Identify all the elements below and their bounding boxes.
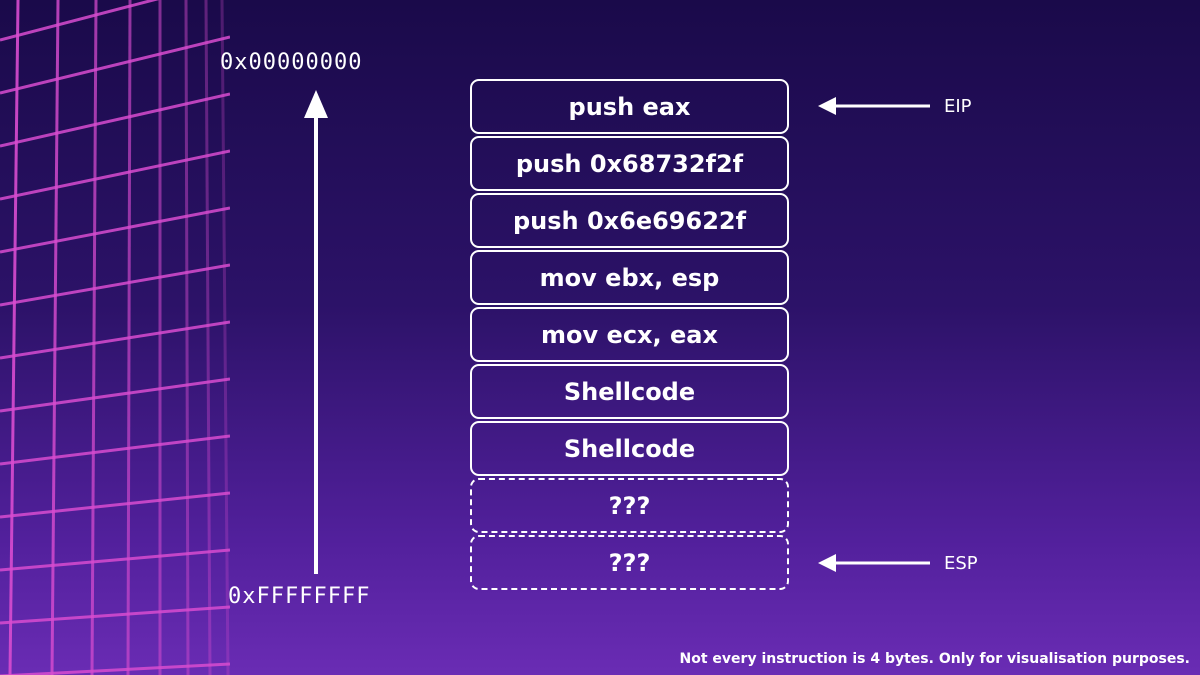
grid-line [126,0,132,675]
stack-cell-label: push 0x68732f2f [515,149,744,178]
grid-line [204,0,212,675]
eip-pointer: EIP [818,94,972,118]
grid-line [0,377,230,413]
grid-line [0,0,160,42]
grid-line [0,491,230,519]
low-address-label: 0x00000000 [220,50,363,75]
stack-cell: push 0x6e69622f [470,193,789,248]
grid-line [0,434,230,466]
grid-line [220,0,230,675]
stack-cell: mov ecx, eax [470,307,789,362]
left-arrow-icon [818,554,930,572]
grid-line [90,0,98,675]
stack-cell-label: ??? [608,548,651,577]
stack-cell-label: push 0x6e69622f [512,206,747,235]
stack-cell-unknown: ??? [470,535,789,590]
stack-cell-unknown: ??? [470,478,789,533]
stack-cell-label: push eax [568,92,691,121]
stack-cell-label: mov ebx, esp [539,263,720,292]
stack-cell: Shellcode [470,364,789,419]
grid-line [0,206,230,254]
grid-line [0,320,230,360]
grid-line [0,149,230,201]
grid-line [50,0,60,675]
grid-line [0,548,230,572]
high-address-label: 0xFFFFFFFF [228,584,371,609]
stack-diagram: push eax push 0x68732f2f push 0x6e69622f mo… [470,79,789,592]
grid-line [8,0,20,675]
grid-line [0,92,230,148]
stack-cell: Shellcode [470,421,789,476]
esp-pointer: ESP [818,551,978,575]
grid-line [184,0,190,675]
grid-line [0,662,230,675]
address-direction-arrow-icon [304,90,328,574]
stack-cell: push eax [470,79,789,134]
stack-cell-label: Shellcode [563,434,696,463]
retro-grid-decoration [0,0,230,675]
stack-cell: push 0x68732f2f [470,136,789,191]
esp-label: ESP [944,552,978,574]
stack-cell-label: mov ecx, eax [541,320,718,349]
stack-cell-label: ??? [608,491,651,520]
footnote: Not every instruction is 4 bytes. Only f… [679,651,1190,667]
grid-line [0,35,230,95]
eip-label: EIP [944,95,972,117]
grid-line [0,605,230,625]
stack-cell-label: Shellcode [563,377,696,406]
stack-cell: mov ebx, esp [470,250,789,305]
grid-line [0,263,230,307]
left-arrow-icon [818,97,930,115]
